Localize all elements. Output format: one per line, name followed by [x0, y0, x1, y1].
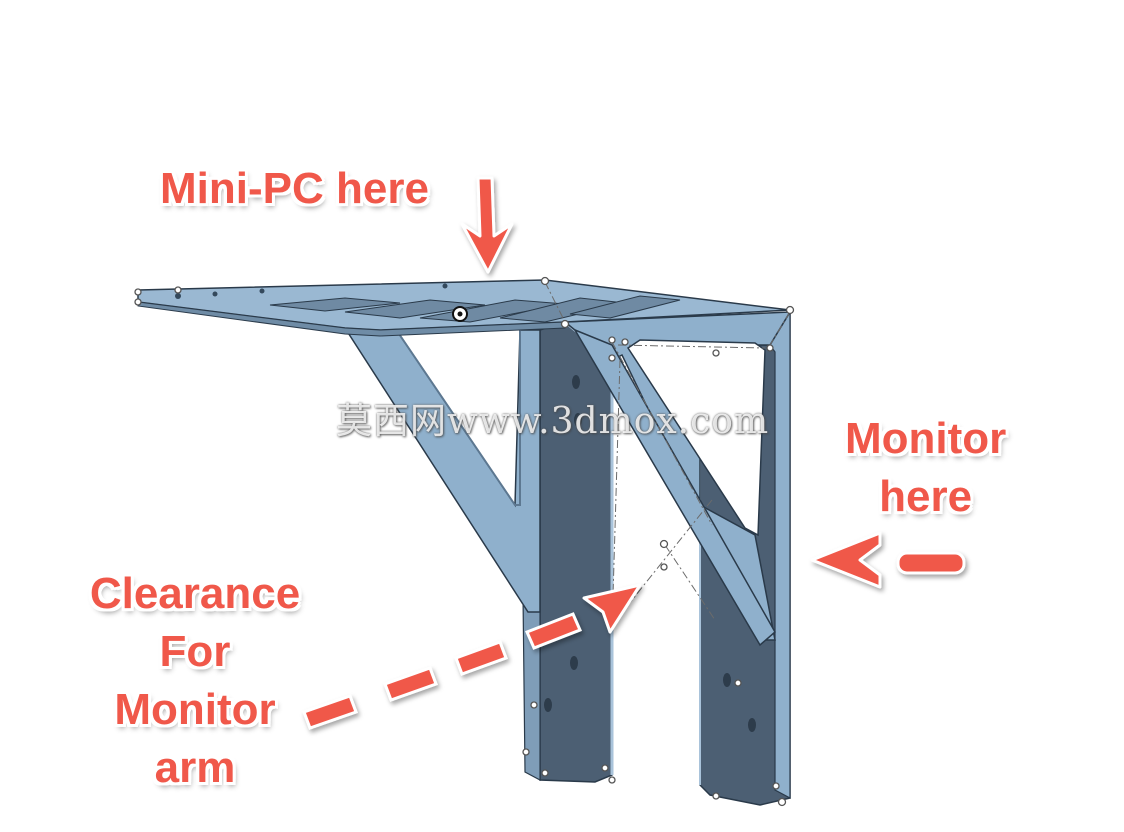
dashed-diagonal-arrow-icon — [302, 583, 642, 730]
clearance-line-4: arm — [154, 743, 236, 792]
mini-pc-label: Mini-PC here — [160, 164, 429, 213]
top-plate — [137, 279, 791, 337]
monitor-here-line-1: Monitor — [845, 414, 1007, 463]
clearance-line-1: Clearance — [89, 569, 301, 618]
sketch-points — [134, 276, 795, 807]
monitor-here-line-2: here — [879, 472, 973, 521]
clearance-line-3: Monitor — [114, 685, 276, 734]
left-brace — [343, 327, 541, 613]
clearance-line-2: For — [159, 627, 231, 676]
monitor-here-label: Monitor here — [845, 410, 1006, 526]
clearance-label: Clearance For Monitor arm — [70, 565, 320, 797]
watermark: 莫西网www.3dmox.com — [336, 401, 770, 442]
down-arrow-icon — [460, 176, 514, 274]
left-arrow-icon — [810, 531, 966, 589]
right-brace — [562, 311, 792, 647]
